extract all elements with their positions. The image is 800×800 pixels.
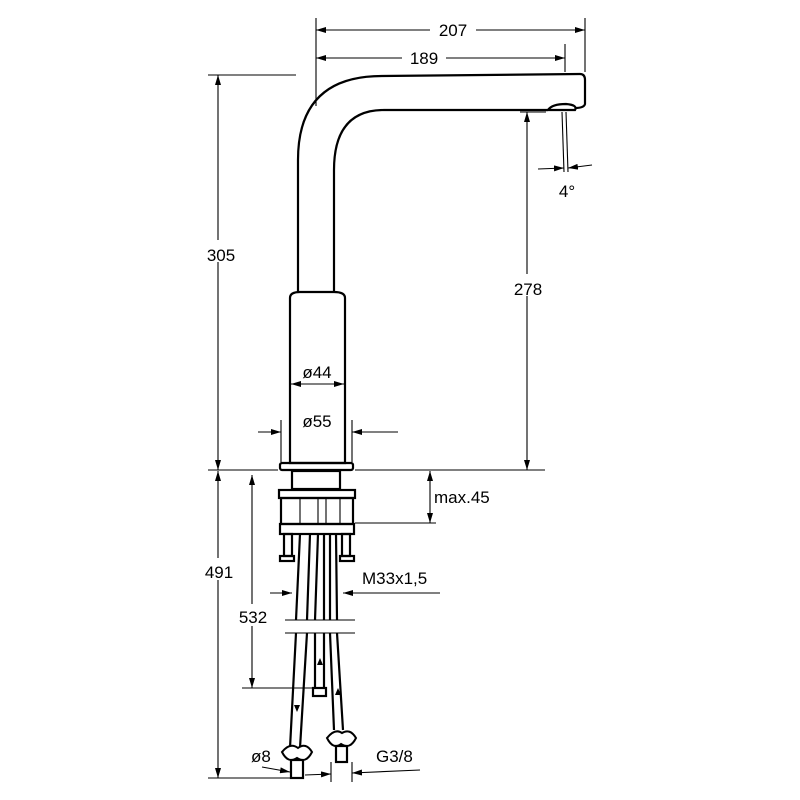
dim-thread: M33x1,5 [270,569,440,596]
dim-label: 491 [205,563,233,582]
dim-label: G3/8 [376,747,413,766]
dim-label: 189 [410,49,438,68]
dim-connection: G3/8 [304,747,421,782]
dim-305: 305 [198,74,296,470]
dim-label: max.45 [434,488,490,507]
dim-label: 4° [559,182,575,201]
dim-label: ø8 [251,747,271,766]
dim-label: ø55 [302,412,331,431]
dim-189: 189 [316,44,566,72]
dim-label: 305 [207,246,235,265]
dim-label: 207 [439,21,467,40]
dim-angle: 4° [537,111,593,201]
dim-label: 532 [239,608,267,627]
dim-label: ø44 [302,363,331,382]
dim-max-45: max.45 [355,471,490,524]
dim-base-diameter: ø55 [258,412,398,462]
faucet-spout [296,72,587,292]
dim-532: 532 [232,475,318,689]
dim-278: 278 [506,111,550,470]
dim-label: 278 [514,280,542,299]
dim-207: 207 [315,18,586,106]
dim-hose-diameter: ø8 [251,747,291,774]
dim-label: M33x1,5 [362,569,427,588]
dim-491: 491 [196,471,296,779]
dim-body-diameter: ø44 [291,363,344,387]
supply-hoses [280,533,358,780]
